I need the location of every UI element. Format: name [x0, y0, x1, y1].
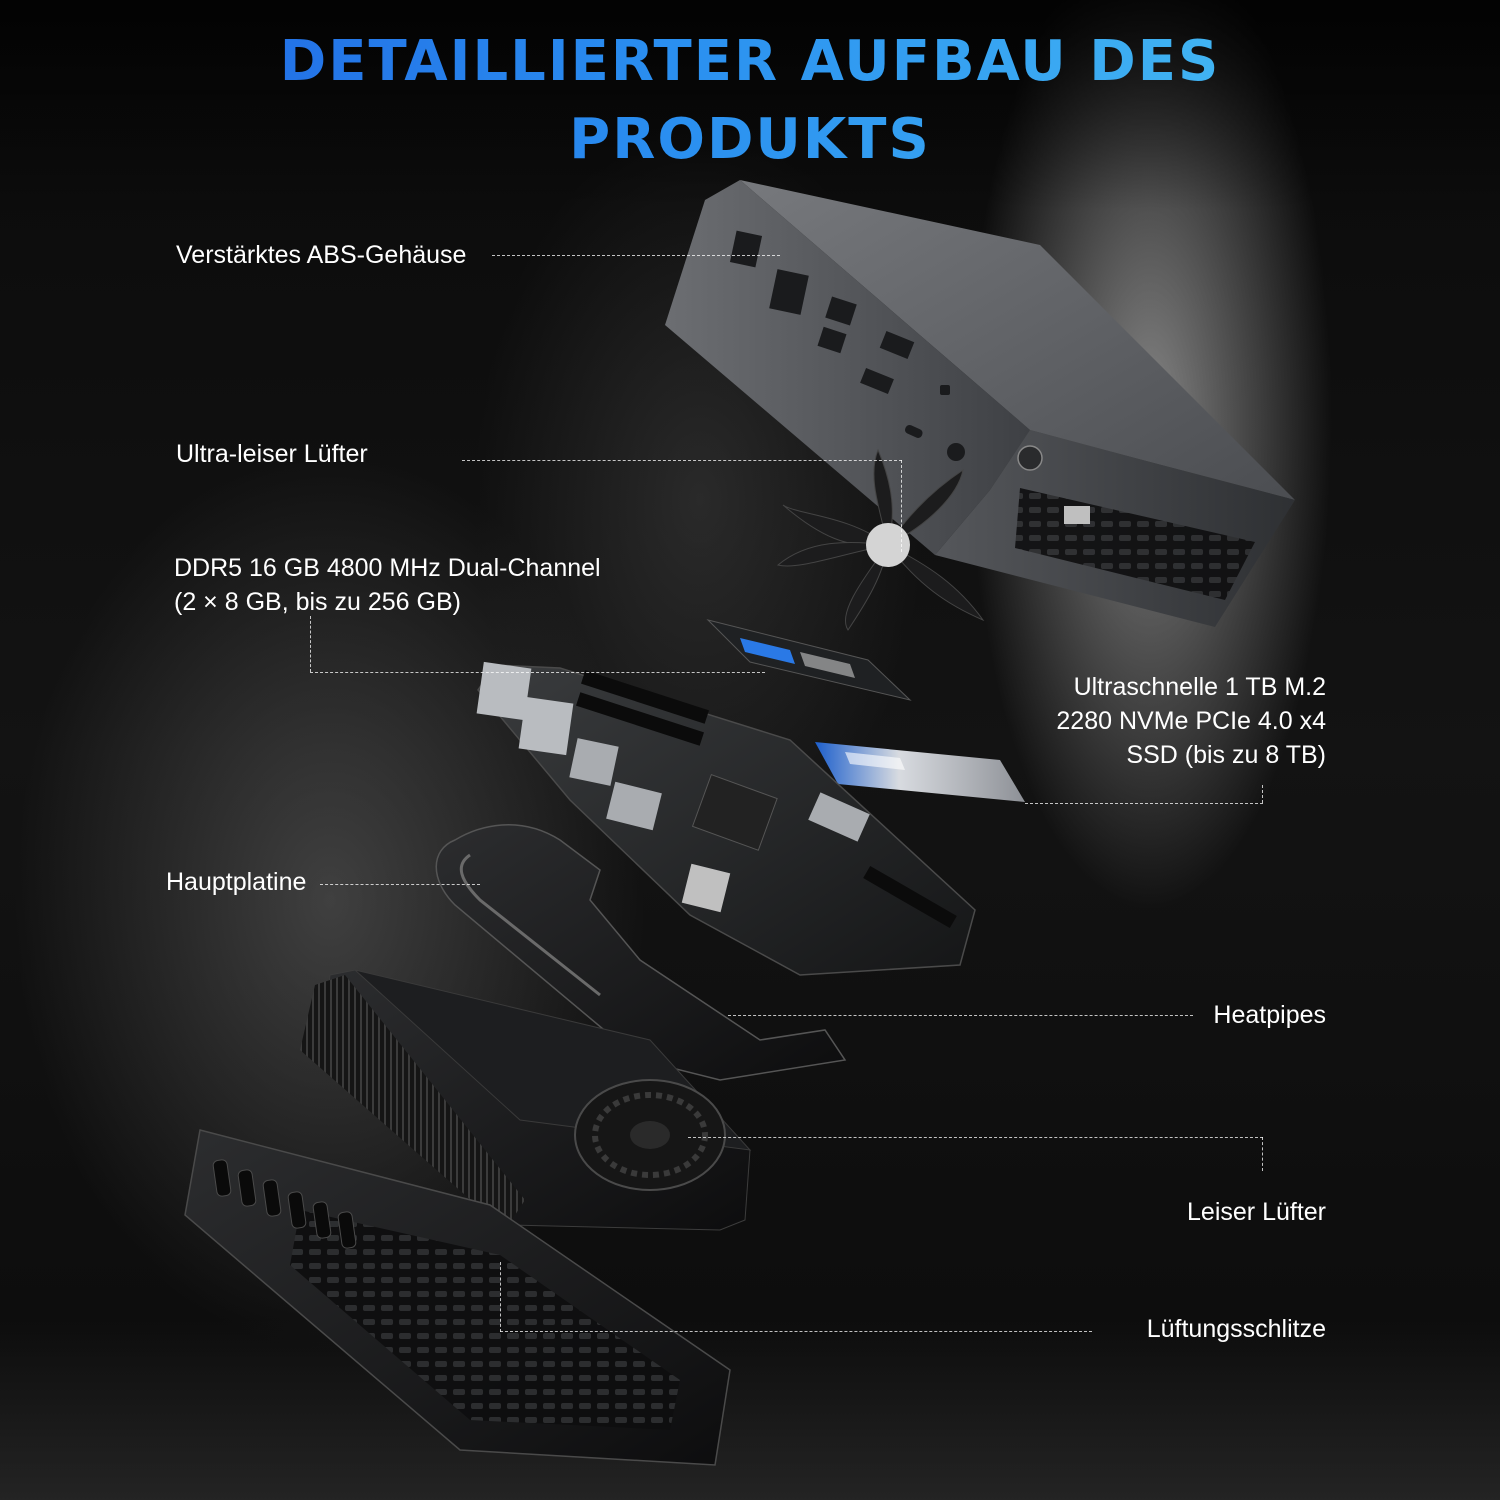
case-port-usb — [825, 296, 857, 326]
label-mainboard: Hauptplatine — [166, 868, 307, 896]
case-port-usb — [817, 326, 847, 354]
label-housing: Verstärktes ABS-Gehäuse — [176, 241, 467, 269]
case-port-usb-c — [905, 424, 923, 438]
label-heatpipes: Heatpipes — [1213, 1001, 1326, 1029]
case-lock-slot — [1064, 506, 1090, 524]
power-button-icon — [1017, 445, 1043, 471]
board-hdmi-port — [808, 792, 870, 842]
bottom-cover — [184, 1129, 731, 1466]
page-title-line-2: PRODUKTS — [0, 112, 1500, 168]
label-ssd-line-1: Ultraschnelle 1 TB M.2 — [1073, 673, 1326, 701]
label-vents: Lüftungsschlitze — [1146, 1315, 1326, 1343]
case-shell — [665, 180, 1295, 627]
ram-module — [706, 619, 912, 701]
board-ram-slot — [576, 692, 704, 746]
label-fan-bottom: Leiser Lüfter — [1187, 1198, 1326, 1226]
label-fan-top: Ultra-leiser Lüfter — [176, 440, 368, 468]
case-port-audio — [947, 443, 965, 461]
page-title-line-1: DETAILLIERTER AUFBAU DES — [0, 34, 1500, 90]
board-usb-port — [569, 738, 619, 786]
leader-ram — [310, 672, 765, 673]
label-ram-line-2: (2 × 8 GB, bis zu 256 GB) — [174, 588, 461, 616]
case-port-ethernet — [769, 269, 809, 315]
case-port-ethernet — [729, 230, 763, 268]
label-ssd-line-3: SSD (bis zu 8 TB) — [1126, 741, 1326, 769]
leader-vents-drop — [500, 1262, 501, 1332]
leader-fan-top — [462, 460, 902, 461]
leader-fan-bottom — [688, 1137, 1263, 1138]
case-port-hdmi — [860, 367, 894, 395]
board-audio-jack — [681, 863, 731, 913]
leader-housing — [492, 255, 780, 256]
board-m2-slot — [863, 865, 957, 929]
label-ssd: Ultraschnelle 1 TB M.2 2280 NVMe PCIe 4.… — [1056, 670, 1326, 772]
leader-ram-drop — [310, 616, 311, 672]
ssd-module — [815, 742, 1025, 802]
board-usb-port — [606, 781, 662, 831]
case-port-dp — [879, 331, 915, 359]
board-ethernet-port — [476, 661, 532, 721]
label-ram: DDR5 16 GB 4800 MHz Dual-Channel (2 × 8 … — [174, 551, 601, 619]
case-port-reset — [940, 385, 950, 395]
case-top-face — [740, 180, 1295, 500]
case-front-face — [665, 180, 1030, 555]
board-chip — [691, 774, 778, 851]
heatpipe-assembly — [435, 824, 847, 1081]
label-ram-line-1: DDR5 16 GB 4800 MHz Dual-Channel — [174, 554, 601, 582]
top-fan — [776, 448, 985, 631]
mainboard-pcb — [476, 661, 976, 976]
leader-ssd — [1025, 803, 1263, 804]
board-ethernet-port — [518, 696, 574, 756]
board-ram-slot — [581, 670, 709, 724]
leader-heatpipes — [728, 1015, 1193, 1016]
leader-vents — [500, 1331, 1092, 1332]
bottom-fan — [574, 1079, 726, 1191]
heatsink-block — [300, 969, 752, 1231]
leader-fan-bottom-drop — [1262, 1137, 1263, 1171]
leader-ssd-rise — [1262, 785, 1263, 803]
leader-mainboard — [320, 884, 480, 885]
leader-fan-top-drop — [901, 460, 902, 552]
label-ssd-line-2: 2280 NVMe PCIe 4.0 x4 — [1056, 707, 1326, 735]
